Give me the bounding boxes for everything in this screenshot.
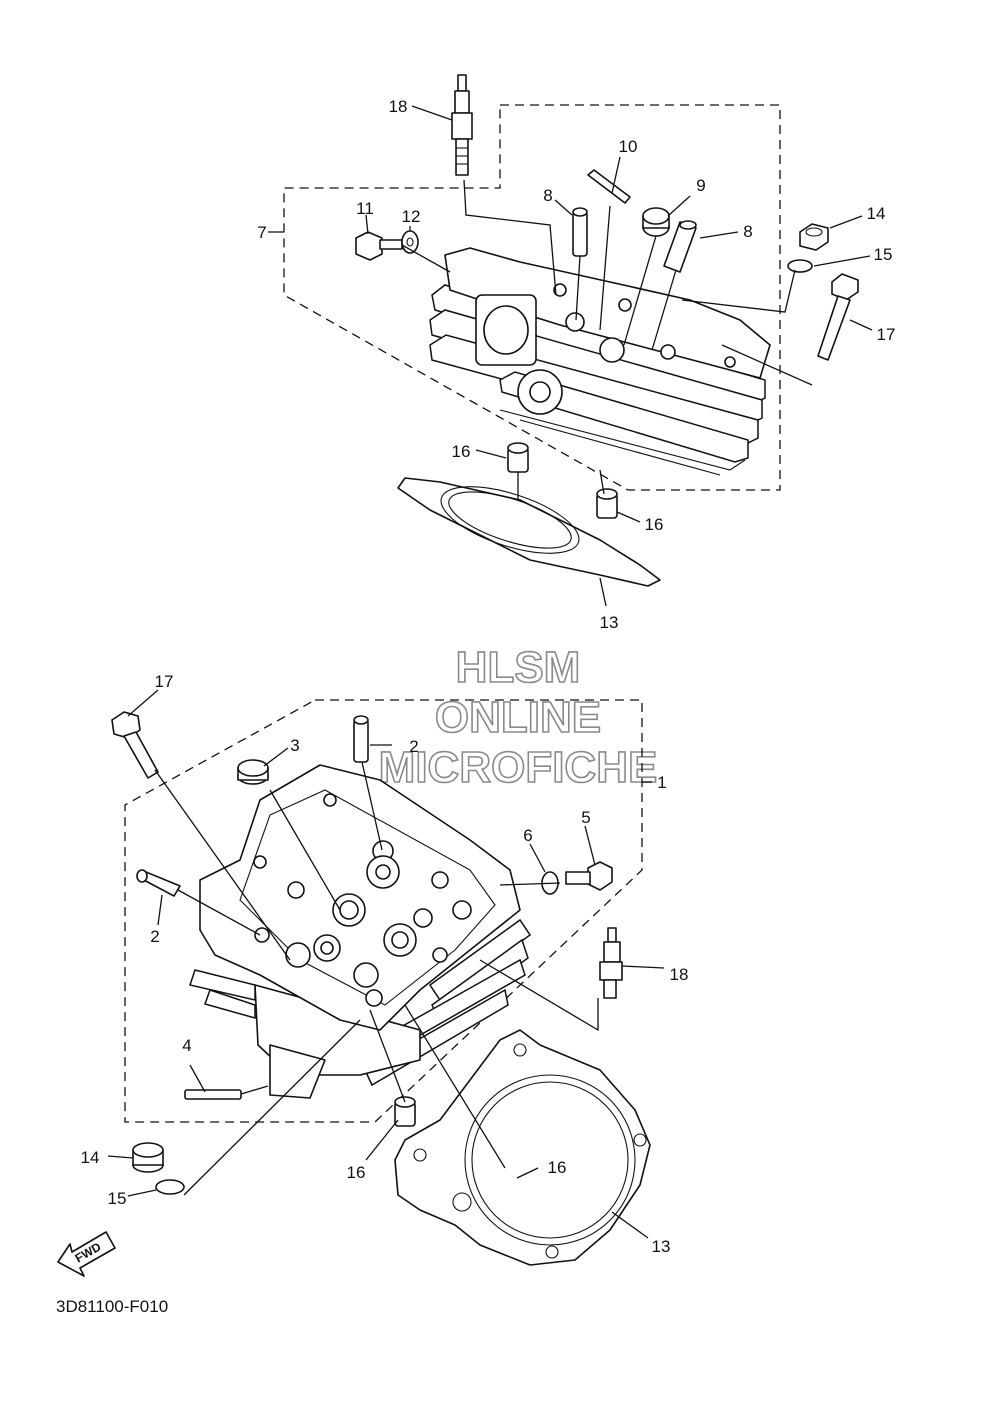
bolt-5 bbox=[565, 861, 613, 891]
head-gasket-13-lower bbox=[394, 1029, 651, 1266]
callout-14-lower: 14 bbox=[81, 1148, 100, 1167]
callout-11-upper: 11 bbox=[356, 199, 374, 218]
cylinder-head-lower bbox=[189, 764, 532, 1099]
callout-8a-upper: 8 bbox=[543, 186, 552, 205]
dowel-16-upper-a bbox=[507, 442, 529, 473]
callout-18-upper: 18 bbox=[389, 97, 408, 116]
callout-4-lower: 4 bbox=[182, 1036, 191, 1055]
callout-5-lower: 5 bbox=[581, 808, 590, 827]
callout-13-lower: 13 bbox=[652, 1237, 671, 1256]
nut-14-upper bbox=[799, 223, 829, 251]
group-boundary-1 bbox=[124, 699, 643, 1123]
watermark-line2: ONLINE bbox=[435, 693, 601, 742]
callout-13-upper: 13 bbox=[600, 613, 619, 632]
fwd-arrow-icon: FWD bbox=[57, 1231, 116, 1277]
nut-14-lower bbox=[132, 1142, 164, 1173]
stud-bolt-4 bbox=[184, 1089, 242, 1100]
callout-1-lower: 1 bbox=[657, 773, 666, 792]
callout-16b-lower: 16 bbox=[548, 1158, 567, 1177]
dowel-pin-2a bbox=[353, 715, 369, 763]
bolt-11 bbox=[355, 231, 403, 261]
lower-assembly: 17 3 2 1 6 5 2 18 4 14 15 16 16 13 bbox=[81, 672, 689, 1266]
dowel-pin-8b bbox=[663, 220, 697, 273]
dowel-pin-8a bbox=[572, 207, 588, 257]
callout-17-lower: 17 bbox=[155, 672, 174, 691]
callout-2b-lower: 2 bbox=[150, 927, 159, 946]
diagram-code: 3D81100-F010 bbox=[56, 1297, 168, 1316]
callout-7-upper: 7 bbox=[257, 223, 266, 242]
callout-14-upper: 14 bbox=[867, 204, 886, 223]
head-gasket-13-upper bbox=[397, 477, 661, 587]
plug-3 bbox=[237, 759, 269, 785]
dowel-pin-2b bbox=[136, 869, 181, 897]
callout-18-lower: 18 bbox=[670, 965, 689, 984]
callout-9-upper: 9 bbox=[696, 176, 705, 195]
callout-16b-upper: 16 bbox=[645, 515, 664, 534]
bolt-17-upper bbox=[817, 273, 859, 361]
callout-8b-upper: 8 bbox=[743, 222, 752, 241]
callout-12-upper: 12 bbox=[402, 207, 421, 226]
plug-9 bbox=[642, 207, 670, 237]
callout-16a-upper: 16 bbox=[452, 442, 471, 461]
callout-6-lower: 6 bbox=[523, 826, 532, 845]
cylinder-head-upper bbox=[429, 247, 771, 476]
washer-15-upper bbox=[787, 259, 813, 273]
callout-10-upper: 10 bbox=[619, 137, 638, 156]
stud-bolt-10 bbox=[587, 169, 631, 204]
watermark-line1: HLSM bbox=[456, 643, 581, 692]
callout-17-upper: 17 bbox=[877, 325, 896, 344]
callout-2a-lower: 2 bbox=[409, 737, 418, 756]
washer-15-lower bbox=[155, 1179, 185, 1195]
upper-assembly: 18 10 9 8 8 7 11 12 14 15 17 16 16 13 bbox=[257, 74, 896, 632]
callout-16a-lower: 16 bbox=[347, 1163, 366, 1182]
watermark-line3: MICROFICHE bbox=[379, 743, 658, 792]
dowel-16-upper-b bbox=[596, 488, 618, 519]
watermark: HLSM ONLINE MICROFICHE bbox=[378, 642, 658, 793]
bolt-17-lower bbox=[111, 711, 159, 779]
callout-3-lower: 3 bbox=[290, 736, 299, 755]
callout-15-upper: 15 bbox=[874, 245, 893, 264]
spark-plug-18-lower bbox=[599, 927, 623, 999]
spark-plug-18-upper bbox=[451, 74, 473, 176]
callout-15-lower: 15 bbox=[108, 1189, 127, 1208]
